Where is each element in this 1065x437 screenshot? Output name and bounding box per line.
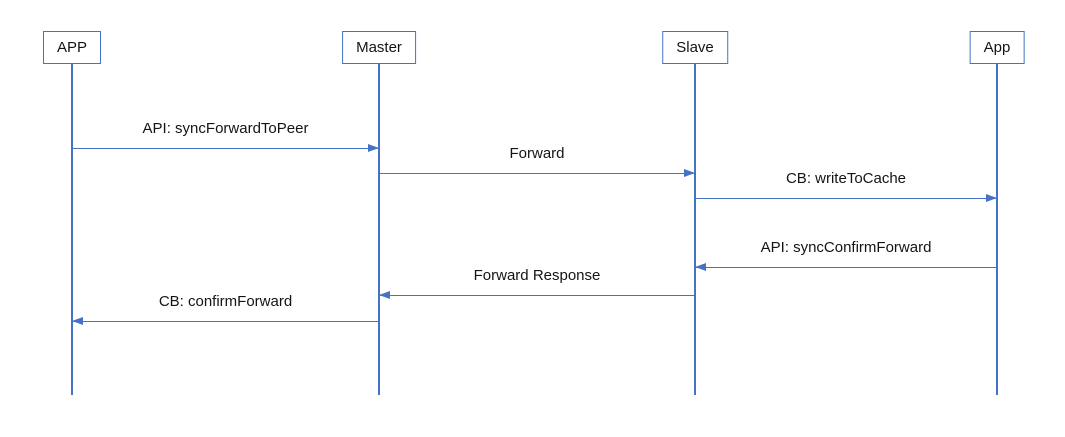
lifeline-app-left xyxy=(71,64,73,395)
message-line-5 xyxy=(379,295,695,297)
message-line-2 xyxy=(379,173,695,175)
actor-label-app-right: App xyxy=(983,39,1011,56)
message-line-6 xyxy=(72,321,379,323)
arrowhead-icon xyxy=(368,144,379,153)
message-label-3: CB: writeToCache xyxy=(785,170,907,187)
message-label-1: API: syncForwardToPeer xyxy=(142,120,309,137)
actor-box-master: Master xyxy=(342,31,416,64)
message-label-5: Forward Response xyxy=(473,267,601,284)
message-label-2: Forward xyxy=(509,145,565,162)
actor-label-slave: Slave xyxy=(676,39,714,56)
lifeline-master xyxy=(378,64,380,395)
message-line-1 xyxy=(72,148,379,150)
message-line-3 xyxy=(695,198,997,200)
arrowhead-icon xyxy=(72,317,83,326)
actor-box-app-left: APP xyxy=(42,31,102,64)
actor-box-slave: Slave xyxy=(662,31,728,64)
lifeline-app-right xyxy=(996,64,998,395)
actor-label-master: Master xyxy=(356,39,402,56)
actor-box-app-right: App xyxy=(969,31,1025,64)
actor-label-app-left: APP xyxy=(56,39,88,56)
message-label-6: CB: confirmForward xyxy=(158,293,293,310)
lifeline-slave xyxy=(694,64,696,395)
message-label-4: API: syncConfirmForward xyxy=(760,239,932,256)
message-line-4 xyxy=(695,267,997,269)
arrowhead-icon xyxy=(684,169,695,178)
arrowhead-icon xyxy=(695,263,706,272)
arrowhead-icon xyxy=(986,194,997,203)
arrowhead-icon xyxy=(379,291,390,300)
